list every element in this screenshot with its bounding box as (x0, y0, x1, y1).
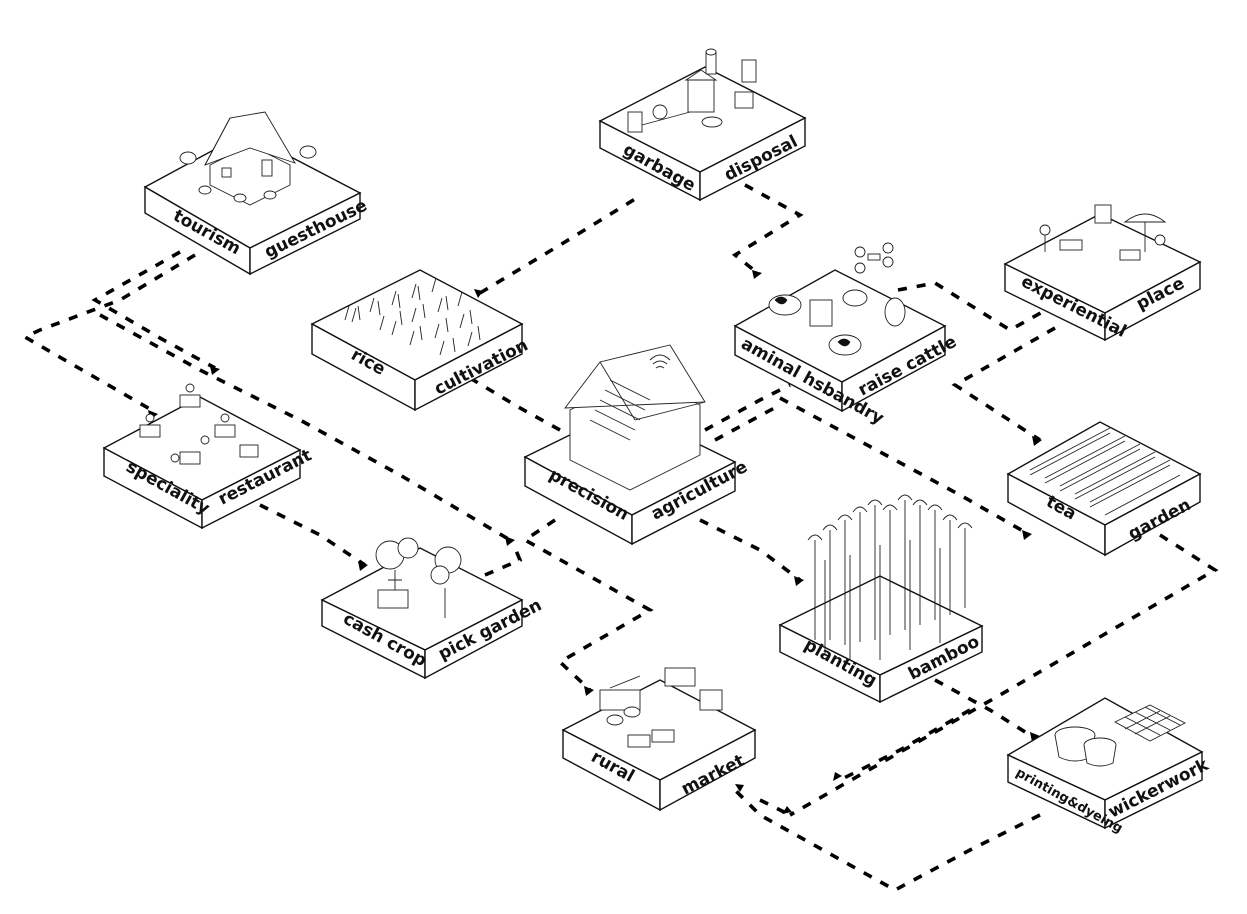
flow-precision-husbandry-b (714, 403, 781, 442)
flow-bamboo-wickerwork (934, 678, 1031, 737)
flow-garbage-husbandry (731, 183, 804, 277)
flow-cashcrop-precision (484, 547, 523, 577)
node-precision-agriculture[interactable]: precision agriculture (523, 344, 751, 546)
bamboo-forest-icon (807, 494, 973, 660)
recycling-plant-icon (627, 48, 757, 133)
greenhouse-icon (564, 344, 706, 491)
flow-tourism-precision (99, 313, 511, 542)
flow-precision-husbandry-a (704, 383, 791, 432)
flow-tourism-speciality-b (91, 250, 216, 370)
flow-precision-market (521, 518, 654, 692)
cattle-drone-icon (768, 242, 906, 356)
picnic-umbrella-icon (1039, 204, 1167, 261)
flow-wickerwork-market (733, 788, 1041, 893)
flow-connectors (21, 183, 1219, 893)
tea-rows-icon (1029, 427, 1181, 516)
node-experiential-place[interactable]: experiential place (1003, 204, 1202, 342)
dining-tables-icon (139, 383, 259, 465)
node-garbage-disposal[interactable]: garbage disposal (598, 48, 807, 202)
node-rice-cultivation[interactable]: rice cultivation (310, 269, 531, 412)
node-cash-crop[interactable]: cash crop pick garden (320, 537, 545, 680)
flow-bamboo-market (839, 708, 971, 782)
market-stall-icon (599, 667, 723, 748)
flow-precision-rice (469, 376, 561, 432)
node-planting-bamboo[interactable]: planting bamboo (778, 494, 984, 704)
node-speciality-restaurant[interactable]: speciality restaurant (102, 383, 315, 530)
flow-tourism-speciality-a (21, 253, 196, 414)
flow-restaurant-cashcrop (259, 503, 366, 567)
flow-precision-bamboo (699, 518, 802, 582)
flow-rice-garbage (479, 194, 641, 295)
fruit-tree-icon (375, 537, 462, 618)
rice-field-icon (344, 277, 481, 356)
node-tourism-guesthouse[interactable]: tourism guesthouse (143, 111, 370, 276)
woven-baskets-icon (1054, 704, 1186, 767)
node-animal-husbandry[interactable]: aminal hsbandry raise cattle (733, 242, 960, 429)
flow-husbandry-experiential (897, 281, 1056, 333)
house-icon (179, 111, 317, 206)
flow-experiential-tea (951, 326, 1056, 442)
